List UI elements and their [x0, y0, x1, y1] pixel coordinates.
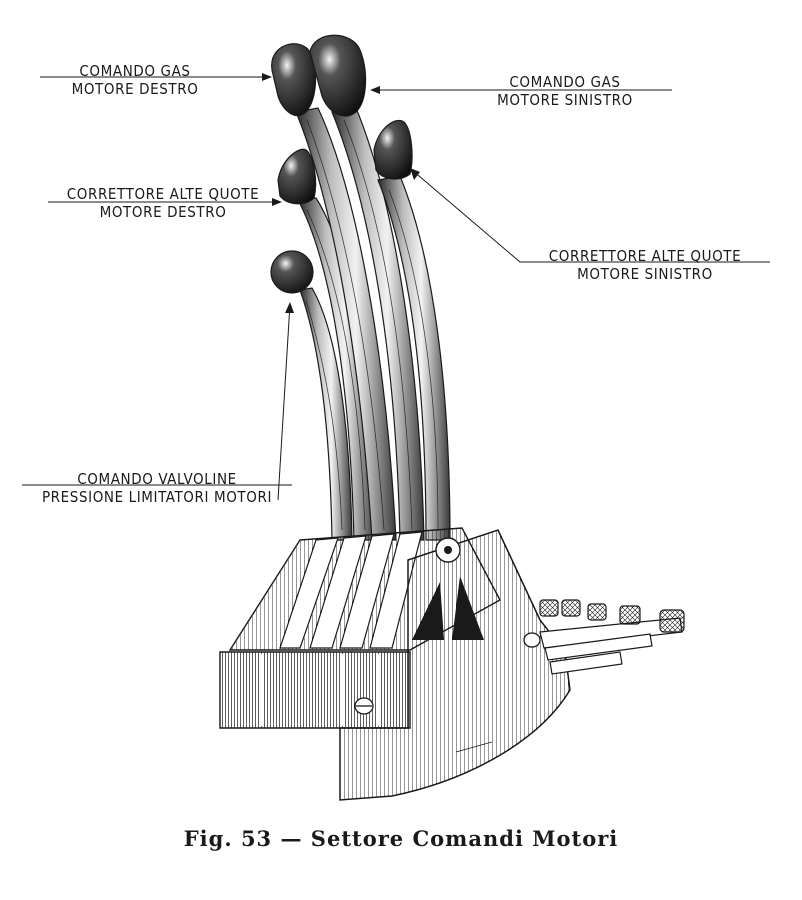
label-gas-right-line1: COMANDO GAS: [79, 62, 191, 80]
sector-base: [219, 527, 571, 801]
foot-ribs: [261, 654, 379, 726]
engraver-mark: [455, 741, 493, 753]
label-alt-right-line2: MOTORE DESTRO: [99, 203, 227, 221]
label-gas-left-line1: COMANDO GAS: [509, 73, 621, 91]
label-alt-right: CORRETTORE ALTE QUOTE MOTORE DESTRO: [48, 185, 278, 221]
label-gas-left: COMANDO GAS MOTORE SINISTRO: [470, 73, 660, 109]
label-alt-right-line1: CORRETTORE ALTE QUOTE: [66, 185, 260, 203]
knob-alt-right: [277, 148, 317, 205]
leader-alt-left: [411, 169, 770, 263]
plate-screw: [523, 632, 541, 648]
leader-lines: [22, 76, 770, 501]
plate-cutout-right: [452, 576, 484, 640]
label-valves-line1: COMANDO VALVOLINE: [77, 470, 237, 488]
base-quadrant-plate: [339, 529, 571, 801]
lever-group: [295, 107, 451, 541]
label-alt-left: CORRETTORE ALTE QUOTE MOTORE SINISTRO: [522, 247, 768, 283]
knob-valves: [270, 250, 314, 294]
plate-cutout-left: [412, 582, 444, 640]
knobs: [270, 34, 413, 294]
label-gas-right-line2: MOTORE DESTRO: [71, 80, 199, 98]
knob-alt-left: [373, 119, 413, 180]
leader-arrowheads: [262, 73, 420, 313]
label-gas-left-line2: MOTORE SINISTRO: [497, 91, 633, 109]
label-alt-left-line2: MOTORE SINISTRO: [577, 265, 713, 283]
label-valves: COMANDO VALVOLINE PRESSIONE LIMITATORI M…: [18, 470, 296, 506]
label-valves-line2: PRESSIONE LIMITATORI MOTORI: [41, 488, 273, 506]
base-front-foot: [219, 651, 411, 729]
figure-caption: Fig. 53 — Settore Comandi Motori: [183, 826, 619, 851]
knob-gas-left: [309, 34, 367, 117]
label-alt-left-line1: CORRETTORE ALTE QUOTE: [548, 247, 742, 265]
label-gas-right: COMANDO GAS MOTORE DESTRO: [40, 62, 230, 98]
leader-valves: [22, 303, 292, 501]
knob-gas-right: [271, 43, 317, 117]
rear-rods: [539, 599, 685, 675]
